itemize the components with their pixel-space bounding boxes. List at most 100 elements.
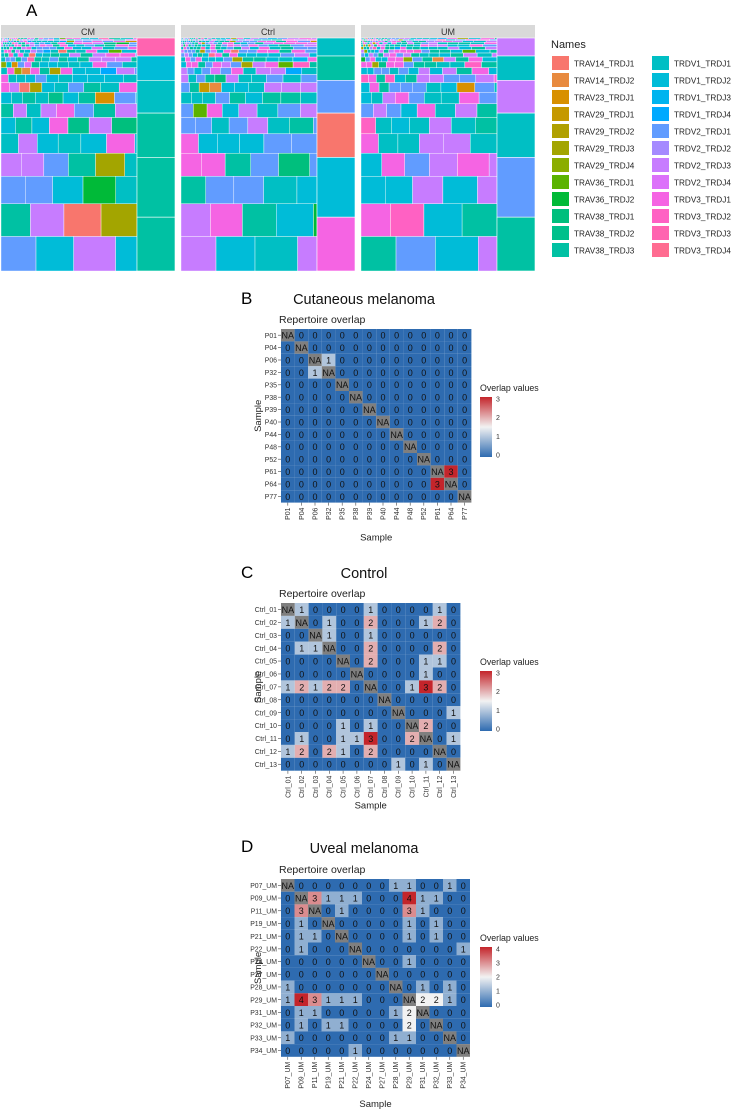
heatmap-cell	[348, 980, 362, 994]
treemap-tile	[0, 236, 37, 272]
color-scale-bar	[480, 947, 492, 1007]
heatmap-cell	[363, 641, 378, 655]
treemap-tile	[224, 153, 251, 177]
heatmap-cell	[432, 706, 447, 720]
treemap-tile	[294, 52, 310, 58]
heatmap-cell-label: 0	[339, 1008, 344, 1018]
treemap-tile	[301, 67, 318, 75]
treemap-tile	[433, 40, 443, 43]
facet-strip-ctrl	[181, 25, 355, 38]
heatmap-cell-label: NA	[309, 355, 322, 365]
treemap-tile	[378, 61, 387, 68]
treemap-tile	[183, 49, 188, 54]
heatmap-cell	[402, 955, 416, 968]
treemap-tile	[198, 82, 210, 93]
treemap-tile	[471, 67, 490, 75]
heatmap-cell-label: 0	[285, 1046, 290, 1056]
treemap-tile	[256, 52, 269, 58]
heatmap-cell	[294, 1044, 308, 1057]
heatmap-cell-label: 0	[353, 957, 358, 967]
heatmap-cell-label: 4	[299, 995, 304, 1005]
heatmap-cell-label: 1	[285, 1033, 290, 1043]
treemap-tile	[128, 44, 138, 47]
heatmap-cell	[403, 428, 417, 441]
treemap-tile	[88, 117, 112, 135]
heatmap-cell	[389, 403, 404, 416]
heatmap-cell-label: 0	[366, 919, 371, 929]
heatmap-cell	[419, 744, 433, 758]
heatmap-cell	[308, 891, 322, 905]
y-tick-label: P24_UM	[250, 959, 277, 966]
heatmap-cell	[377, 693, 392, 707]
heatmap-cell	[419, 603, 433, 616]
heatmap-cell-label: 0	[367, 430, 372, 440]
heatmap-cell-label: 0	[407, 1046, 412, 1056]
heatmap-cell	[403, 329, 417, 342]
treemap-tile	[399, 46, 407, 50]
heatmap-cell	[348, 955, 362, 968]
heatmap-cell	[403, 391, 417, 404]
heatmap-cell-label: 0	[326, 417, 331, 427]
heatmap-cell	[391, 744, 406, 758]
heatmap-cell-label: 0	[461, 919, 466, 929]
treemap-tile	[27, 56, 35, 63]
treemap-tile	[17, 61, 25, 68]
treemap-tile	[180, 117, 196, 135]
heatmap-cell-label: 0	[421, 442, 426, 452]
treemap-tile	[475, 74, 495, 83]
heatmap-cell	[362, 440, 377, 453]
treemap-tile	[39, 61, 49, 68]
heatmap-cell	[322, 603, 337, 616]
legend-tick-label: 3	[496, 961, 500, 968]
heatmap-cell-label: NA	[445, 479, 458, 489]
heatmap-cell-label: 0	[447, 919, 452, 929]
treemap-tile	[360, 117, 376, 135]
heatmap-cell-label: 0	[339, 919, 344, 929]
heatmap-cell	[376, 453, 390, 466]
y-tick-label: Ctrl_06	[255, 672, 277, 679]
treemap-tile	[0, 40, 3, 43]
treemap-tile	[376, 74, 386, 83]
legend-item-label: TRDV1_TRDJ4	[674, 111, 731, 120]
heatmap-cell-label: 0	[353, 368, 358, 378]
heatmap-cell	[308, 378, 322, 391]
heatmap-cell	[375, 1018, 389, 1032]
treemap-tile	[180, 61, 187, 68]
treemap-tile	[440, 82, 458, 93]
treemap-tile	[378, 49, 384, 54]
heatmap-cell	[376, 415, 390, 429]
heatmap-cell-label: 0	[299, 957, 304, 967]
treemap-tile	[391, 40, 397, 43]
heatmap-cell-label: NA	[389, 982, 402, 992]
heatmap-cell	[308, 641, 323, 655]
treemap-tile	[180, 92, 192, 105]
treemap-tile	[295, 42, 308, 45]
treemap-tile	[0, 176, 26, 204]
heatmap-cell-label: 0	[447, 1008, 452, 1018]
heatmap-cell	[363, 603, 378, 616]
heatmap-cell	[429, 980, 443, 994]
heatmap-cell-label: 1	[393, 1033, 398, 1043]
treemap-tile	[412, 82, 427, 93]
y-tick-label: P52	[265, 457, 277, 464]
treemap-tile	[49, 117, 69, 135]
treemap-tile	[2, 39, 4, 41]
treemap-tile	[360, 103, 374, 118]
heatmap-cell	[350, 706, 364, 720]
heatmap-cell	[432, 615, 447, 629]
heatmap-cell	[335, 366, 349, 379]
treemap-tile	[25, 39, 31, 41]
heatmap-cell-label: 0	[340, 455, 345, 465]
heatmap-cell	[321, 440, 336, 453]
heatmap-cell	[335, 391, 349, 404]
treemap-tile	[92, 52, 107, 58]
heatmap-cell-label: 1	[285, 995, 290, 1005]
treemap-tile	[180, 40, 183, 43]
heatmap-cell-label: 0	[394, 355, 399, 365]
heatmap-cell	[308, 465, 322, 478]
heatmap-cell	[294, 719, 309, 732]
x-tick-label: Ctrl_11	[423, 776, 430, 798]
heatmap-cell-label: 0	[313, 669, 318, 679]
heatmap-cell-label: 0	[447, 1020, 452, 1030]
